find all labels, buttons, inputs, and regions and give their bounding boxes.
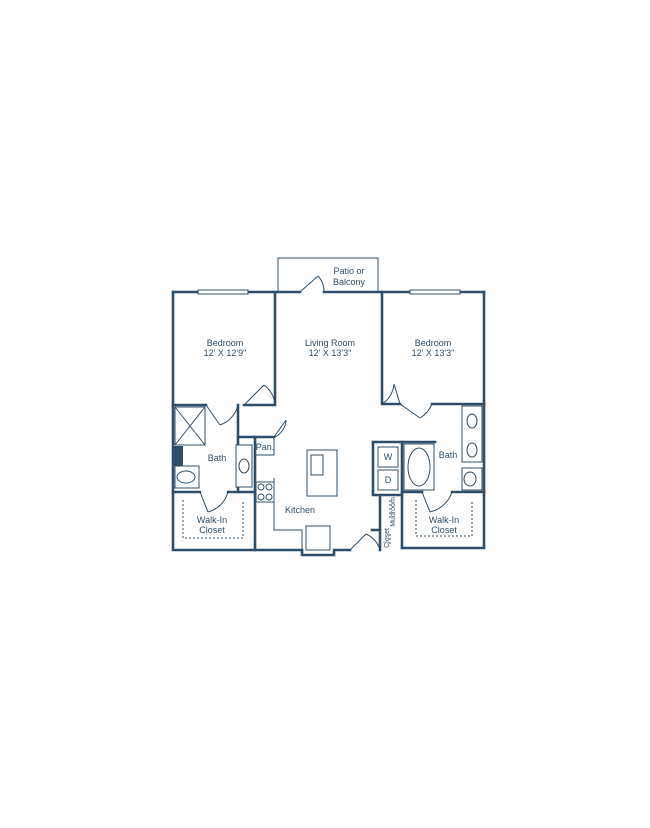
walkin-right-label-1: Walk-In <box>429 515 459 525</box>
mudroom-label: Mudroom <box>390 497 397 527</box>
kitchen-label: Kitchen <box>285 505 315 515</box>
bedroom-left-label: Bedroom <box>207 338 244 348</box>
exterior-walls <box>171 290 486 557</box>
bath-left-label: Bath <box>208 453 227 463</box>
door-swings <box>199 383 453 551</box>
walkin-left-label-1: Walk-In <box>197 515 227 525</box>
walkin-right-label-2: Closet <box>431 525 457 535</box>
windows <box>197 289 461 295</box>
closet-label: Closet <box>384 528 391 548</box>
dryer-label: D <box>385 475 392 485</box>
kitchen-fixtures <box>255 437 338 551</box>
walkin-left-label-2: Closet <box>199 525 225 535</box>
right-bath-fixtures <box>403 405 483 491</box>
bedroom-right-size: 12' X 13'3" <box>412 348 455 358</box>
closet-shelves <box>182 500 473 546</box>
washer-label: W <box>384 452 393 462</box>
bedroom-left-size: 12' X 12'9" <box>204 348 247 358</box>
bath-right-label: Bath <box>439 450 458 460</box>
patio-label-2: Balcony <box>333 277 366 287</box>
living-room-label: Living Room <box>305 338 355 348</box>
pantry-label: Pan. <box>256 442 275 452</box>
laundry <box>377 446 399 491</box>
patio-label-1: Patio or <box>333 266 364 276</box>
living-room-size: 12' X 13'3" <box>309 348 352 358</box>
room-labels: Patio or Balcony Bedroom 12' X 12'9" Liv… <box>197 266 459 548</box>
patio-door <box>299 275 325 293</box>
interior-walls <box>171 290 486 552</box>
left-bath-fixtures <box>173 406 253 489</box>
patio <box>277 257 379 292</box>
bedroom-right-label: Bedroom <box>415 338 452 348</box>
